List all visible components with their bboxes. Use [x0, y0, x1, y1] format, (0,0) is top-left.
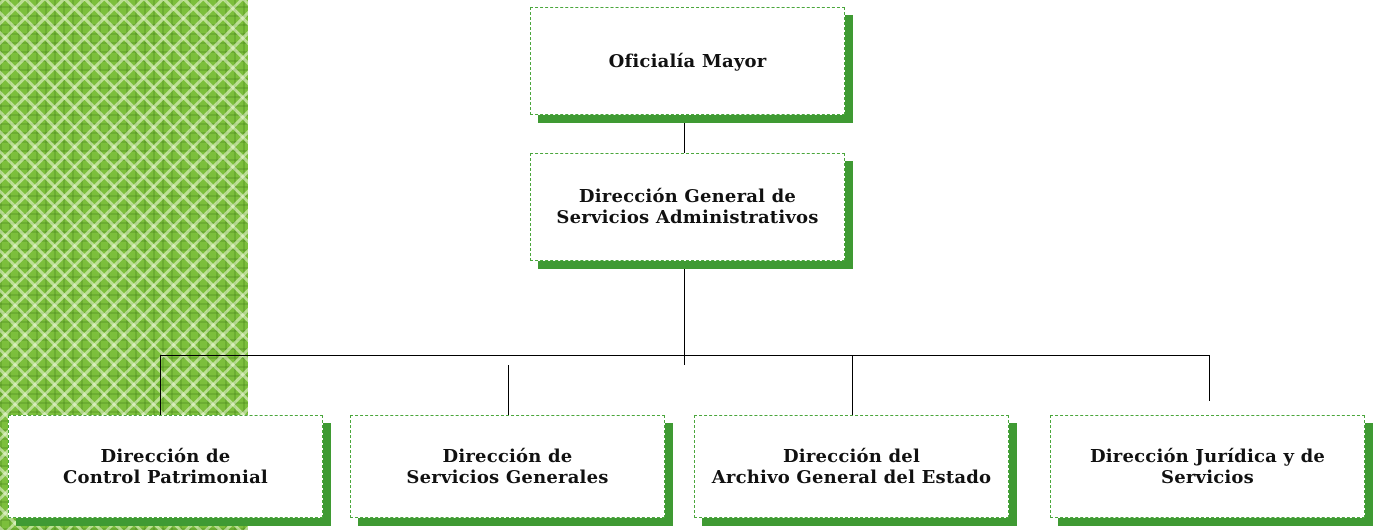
connector-branch-4: [1209, 355, 1210, 401]
node-direccion-juridica-servicios: Dirección Jurídica y de Servicios: [1050, 415, 1365, 518]
connector-horizontal: [160, 355, 1210, 356]
node-direccion-control-patrimonial: Dirección de Control Patrimonial: [8, 415, 323, 518]
node-label: Dirección de Servicios Generales: [406, 445, 609, 488]
connector-branch-3: [852, 355, 853, 415]
node-label: Dirección Jurídica y de Servicios: [1089, 445, 1326, 488]
connector-trunk: [684, 265, 685, 365]
node-direccion-archivo-general: Dirección del Archivo General del Estado: [694, 415, 1009, 518]
node-label: Oficialía Mayor: [608, 50, 767, 72]
connector-branch-1: [160, 355, 161, 415]
node-label: Dirección del Archivo General del Estado: [711, 445, 992, 488]
node-direccion-servicios-generales: Dirección de Servicios Generales: [350, 415, 665, 518]
node-label: Dirección de Control Patrimonial: [63, 445, 268, 488]
node-label: Dirección General de Servicios Administr…: [556, 186, 819, 228]
connector-branch-2: [508, 365, 509, 415]
node-direccion-general-servicios-administrativos: Dirección General de Servicios Administr…: [530, 153, 845, 261]
connector-top: [684, 115, 685, 153]
node-oficialia-mayor: Oficialía Mayor: [530, 7, 845, 115]
